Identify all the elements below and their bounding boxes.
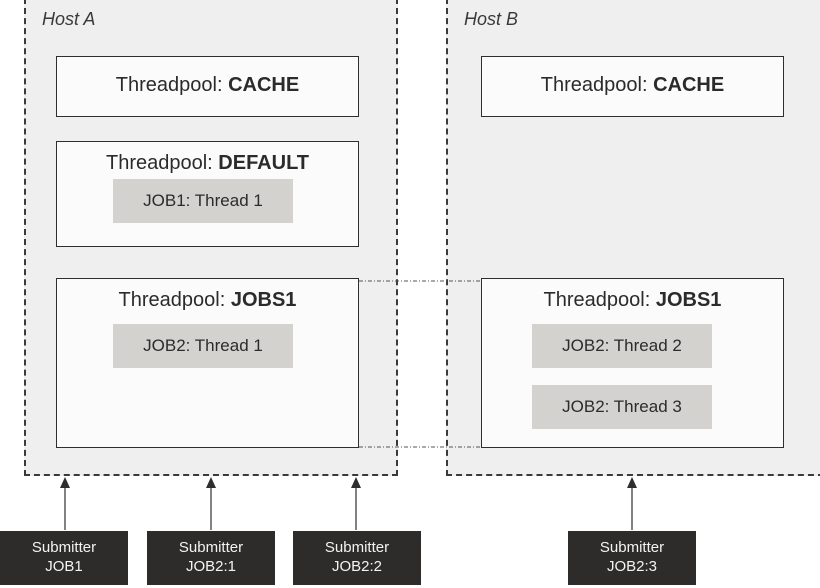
threadpool-title: Threadpool: DEFAULT <box>105 152 310 174</box>
thread-job2-3: JOB2: Thread 3 <box>532 385 712 429</box>
arrow-head-job2-3 <box>627 477 637 488</box>
submitter-job2-1: Submitter JOB2:1 <box>147 531 275 585</box>
arrow-head-job2-2 <box>351 477 361 488</box>
threadpool-title: Threadpool: JOBS1 <box>543 289 722 311</box>
thread-job2-2: JOB2: Thread 2 <box>532 324 712 368</box>
threadpool-title: Threadpool: JOBS1 <box>118 289 297 311</box>
threadpool-cache-host-b: Threadpool: CACHE <box>481 56 784 117</box>
thread-job1-1: JOB1: Thread 1 <box>113 179 293 223</box>
arrow-head-job2-1 <box>206 477 216 488</box>
host-a-label: Host A <box>42 9 96 29</box>
thread-job2-1: JOB2: Thread 1 <box>113 324 293 368</box>
arrow-head-job1 <box>60 477 70 488</box>
threadpool-default-host-a: Threadpool: DEFAULT JOB1: Thread 1 <box>56 141 359 247</box>
threadpool-jobs1-host-b: Threadpool: JOBS1 JOB2: Thread 2 JOB2: T… <box>481 278 784 448</box>
submitter-job2-3: Submitter JOB2:3 <box>568 531 696 585</box>
threadpool-cache-host-a: Threadpool: CACHE <box>56 56 359 117</box>
submitter-job1: Submitter JOB1 <box>0 531 128 585</box>
threadpool-title: Threadpool: CACHE <box>540 74 725 96</box>
host-b-label: Host B <box>464 9 519 29</box>
submitter-job2-2: Submitter JOB2:2 <box>293 531 421 585</box>
threadpool-title: Threadpool: CACHE <box>115 74 300 96</box>
threadpool-jobs1-host-a: Threadpool: JOBS1 JOB2: Thread 1 <box>56 278 359 448</box>
